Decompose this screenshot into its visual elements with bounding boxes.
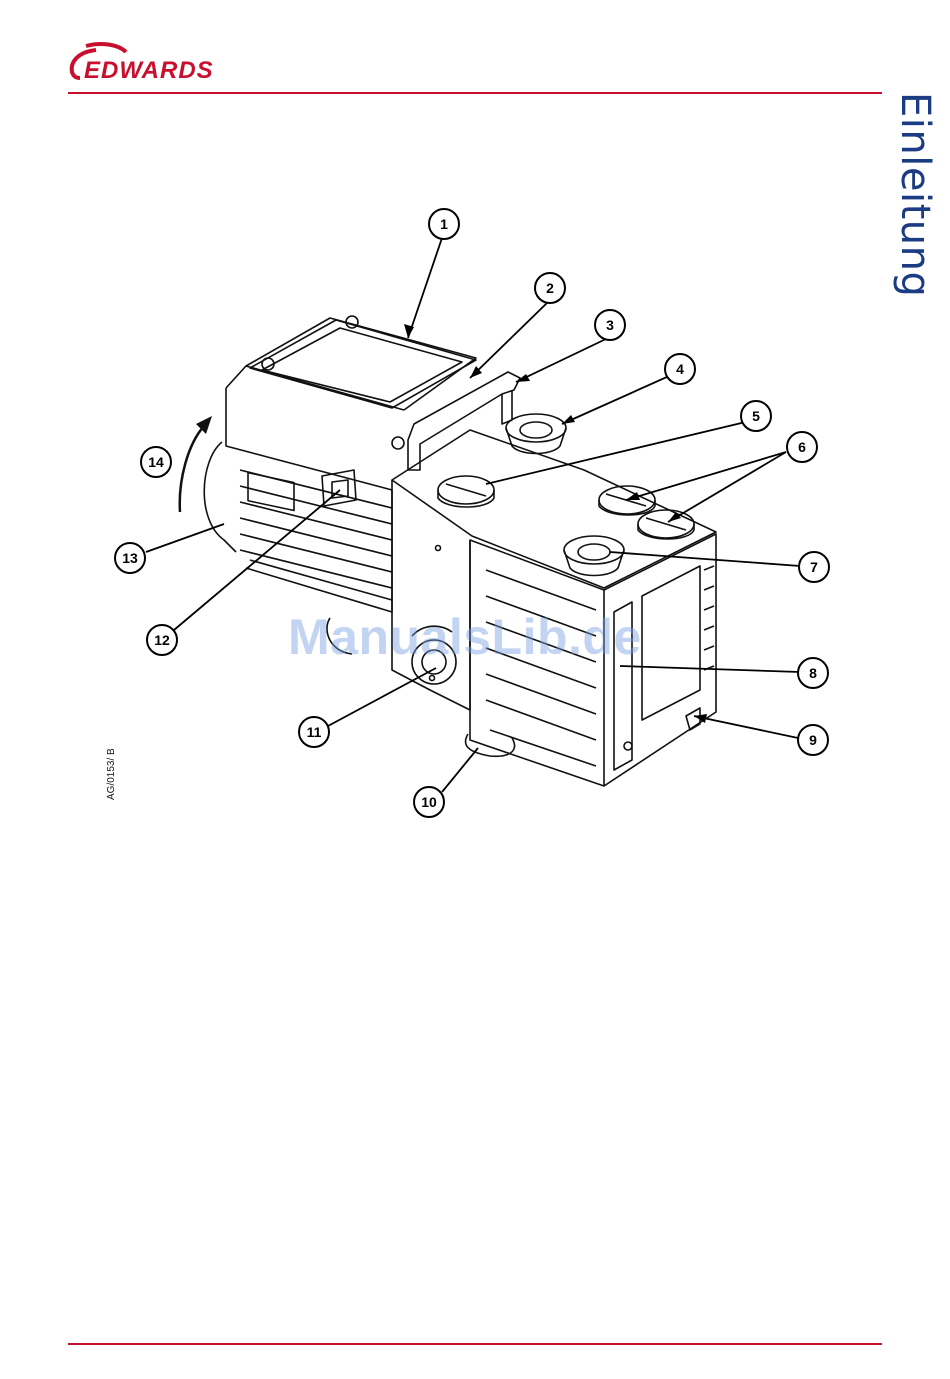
callout-4: 4 bbox=[665, 354, 695, 384]
callout-11: 11 bbox=[299, 717, 329, 747]
svg-text:12: 12 bbox=[154, 632, 170, 648]
motor-housing bbox=[204, 318, 476, 612]
callout-2: 2 bbox=[535, 273, 565, 303]
leader-lines bbox=[146, 238, 800, 792]
svg-text:11: 11 bbox=[307, 724, 322, 740]
callout-10: 10 bbox=[414, 787, 444, 817]
svg-text:13: 13 bbox=[122, 550, 138, 566]
footer-rule bbox=[68, 1343, 882, 1345]
figure-code: AG/0153/ B bbox=[106, 748, 117, 800]
callout-14: 14 bbox=[141, 447, 171, 477]
callout-8: 8 bbox=[798, 658, 828, 688]
carry-handle bbox=[408, 372, 520, 470]
svg-text:3: 3 bbox=[606, 317, 614, 333]
callout-12: 12 bbox=[147, 625, 177, 655]
callout-6: 6 bbox=[787, 432, 817, 462]
watermark: ManualsLib.de bbox=[288, 608, 642, 666]
callout-1: 1 bbox=[429, 209, 459, 239]
svg-text:8: 8 bbox=[809, 665, 817, 681]
svg-text:4: 4 bbox=[676, 361, 684, 377]
callout-9: 9 bbox=[798, 725, 828, 755]
svg-text:10: 10 bbox=[421, 794, 437, 810]
svg-text:5: 5 bbox=[752, 408, 760, 424]
svg-text:7: 7 bbox=[810, 559, 818, 575]
callout-13: 13 bbox=[115, 543, 145, 573]
rotation-arrow bbox=[180, 416, 212, 512]
pump-diagram: 1 2 3 4 5 6 7 8 9 10 11 12 13 14 bbox=[0, 0, 950, 900]
callout-5: 5 bbox=[741, 401, 771, 431]
svg-text:6: 6 bbox=[798, 439, 806, 455]
svg-text:14: 14 bbox=[148, 454, 164, 470]
svg-text:1: 1 bbox=[440, 216, 448, 232]
oil-filler-plugs bbox=[438, 476, 694, 539]
svg-text:9: 9 bbox=[809, 732, 817, 748]
svg-text:2: 2 bbox=[546, 280, 554, 296]
callout-3: 3 bbox=[595, 310, 625, 340]
callout-7: 7 bbox=[799, 552, 829, 582]
